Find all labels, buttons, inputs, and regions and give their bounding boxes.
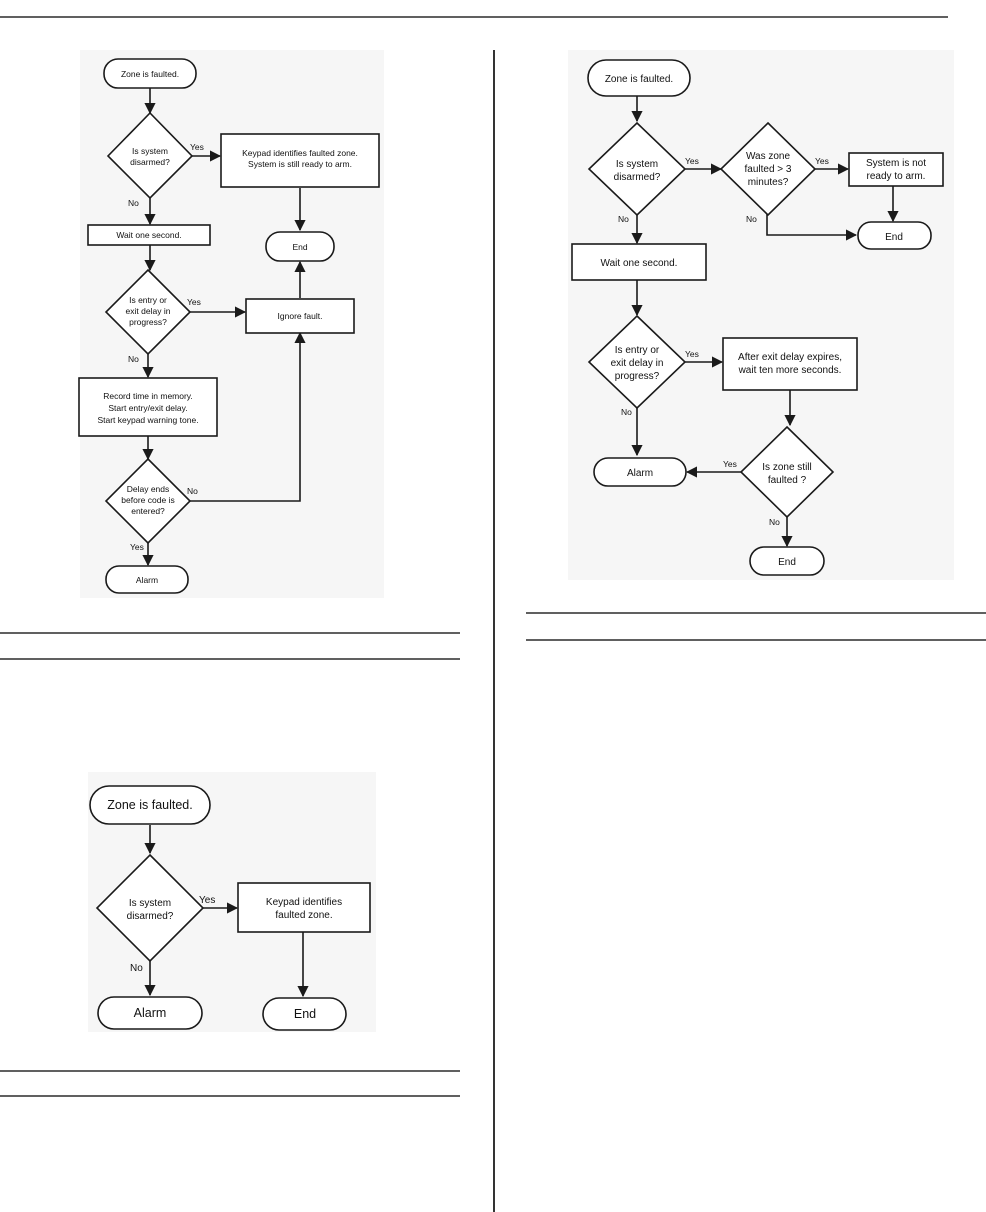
node-c-after-exit-line1: After exit delay expires, bbox=[738, 352, 842, 363]
label-a-yes1: Yes bbox=[190, 142, 204, 152]
node-c-not-ready-line2: ready to arm. bbox=[867, 171, 926, 182]
node-c-wait bbox=[571, 243, 707, 281]
label-a-no2: No bbox=[128, 354, 139, 364]
node-a-alarm bbox=[105, 565, 189, 594]
node-c-alarm bbox=[593, 457, 687, 487]
label-a-yes2: Yes bbox=[187, 297, 201, 307]
node-b-end-text: End bbox=[294, 1007, 316, 1021]
node-c-wait-text: Wait one second. bbox=[601, 258, 678, 269]
node-c-not-ready bbox=[848, 152, 944, 187]
node-c-q-disarmed-line2: disarmed? bbox=[614, 172, 661, 183]
edge-a-q3-no bbox=[190, 331, 306, 502]
node-c-q-still-line1: Is zone still bbox=[762, 462, 811, 473]
flowchart-b: Zone is faulted. Is system disarmed? Key… bbox=[88, 772, 376, 1032]
node-a-end bbox=[265, 231, 335, 262]
node-c-end1-text: End bbox=[885, 232, 903, 243]
node-a-q-disarmed-line1: Is system bbox=[132, 146, 168, 156]
node-c-q-entry-line2: exit delay in bbox=[611, 358, 664, 369]
node-b-start bbox=[89, 785, 211, 825]
label-c-no4: No bbox=[769, 517, 780, 527]
node-c-q-3min-line2: faulted > 3 bbox=[745, 164, 792, 175]
node-a-q-delay-line2: before code is bbox=[121, 495, 174, 505]
node-a-wait bbox=[87, 224, 211, 246]
label-c-yes4: Yes bbox=[723, 459, 737, 469]
node-a-keypad bbox=[220, 133, 380, 188]
node-c-end2-text: End bbox=[778, 557, 796, 568]
node-b-end bbox=[262, 997, 347, 1031]
node-a-q-entry-line1: Is entry or bbox=[129, 295, 167, 305]
node-c-q-3min-line1: Was zone bbox=[746, 151, 791, 162]
node-a-keypad-line2: System is still ready to arm. bbox=[248, 159, 352, 169]
node-c-q-entry bbox=[587, 314, 687, 410]
label-b-yes: Yes bbox=[199, 895, 215, 906]
label-b-no: No bbox=[130, 963, 143, 974]
label-a-no1: No bbox=[128, 198, 139, 208]
edge-c-q2-no bbox=[766, 212, 858, 241]
node-c-q-still bbox=[739, 425, 835, 519]
node-b-alarm-text: Alarm bbox=[134, 1006, 167, 1020]
node-c-start-text: Zone is faulted. bbox=[605, 74, 673, 85]
node-b-keypad-line2: faulted zone. bbox=[275, 910, 332, 921]
label-c-yes3: Yes bbox=[685, 349, 699, 359]
node-a-ignore bbox=[245, 298, 355, 334]
node-b-q-disarmed-line1: Is system bbox=[129, 898, 171, 909]
node-a-q-delay-line1: Delay ends bbox=[127, 484, 170, 494]
node-c-not-ready-line1: System is not bbox=[866, 158, 926, 169]
node-a-start bbox=[103, 58, 197, 89]
node-a-record-line3: Start keypad warning tone. bbox=[97, 415, 198, 425]
node-a-q-entry bbox=[104, 268, 192, 356]
node-a-record-line1: Record time in memory. bbox=[103, 391, 193, 401]
node-c-q-entry-line3: progress? bbox=[615, 371, 660, 382]
node-c-end2 bbox=[749, 546, 825, 576]
node-c-start bbox=[587, 59, 691, 97]
node-c-q-3min-line3: minutes? bbox=[748, 177, 789, 188]
node-a-wait-text: Wait one second. bbox=[116, 230, 181, 240]
node-c-q-3min bbox=[719, 121, 817, 217]
node-c-q-entry-line1: Is entry or bbox=[615, 345, 660, 356]
node-a-record bbox=[78, 377, 218, 437]
node-b-q-disarmed bbox=[95, 853, 205, 963]
node-a-alarm-text: Alarm bbox=[136, 575, 158, 585]
node-c-end1 bbox=[857, 221, 932, 250]
node-b-q-disarmed-line2: disarmed? bbox=[127, 911, 174, 922]
node-c-q-still-line2: faulted ? bbox=[768, 475, 807, 486]
flowchart-a: Zone is faulted. Is system disarmed? Key… bbox=[78, 50, 384, 598]
label-c-yes1: Yes bbox=[685, 156, 699, 166]
node-b-start-text: Zone is faulted. bbox=[107, 798, 192, 812]
node-a-q-disarmed-line2: disarmed? bbox=[130, 157, 170, 167]
node-a-q-entry-line3: progress? bbox=[129, 317, 167, 327]
node-a-start-text: Zone is faulted. bbox=[121, 69, 179, 79]
node-b-keypad-line1: Keypad identifies bbox=[266, 897, 342, 908]
node-c-alarm-text: Alarm bbox=[627, 468, 653, 479]
label-a-no3: No bbox=[187, 486, 198, 496]
label-c-no3: No bbox=[621, 407, 632, 417]
node-c-after-exit-line2: wait ten more seconds. bbox=[738, 365, 842, 376]
node-c-q-disarmed bbox=[587, 121, 687, 217]
node-b-alarm bbox=[97, 996, 203, 1030]
label-c-no2: No bbox=[746, 214, 757, 224]
node-a-q-delay bbox=[104, 457, 192, 545]
node-c-after-exit bbox=[722, 337, 858, 391]
label-c-yes2: Yes bbox=[815, 156, 829, 166]
node-a-q-disarmed bbox=[106, 111, 194, 200]
label-c-no1: No bbox=[618, 214, 629, 224]
node-a-ignore-text: Ignore fault. bbox=[278, 311, 323, 321]
node-a-end-text: End bbox=[292, 242, 307, 252]
node-a-q-delay-line3: entered? bbox=[131, 506, 165, 516]
node-a-q-entry-line2: exit delay in bbox=[126, 306, 171, 316]
node-a-keypad-line1: Keypad identifies faulted zone. bbox=[242, 148, 358, 158]
label-a-yes3: Yes bbox=[130, 542, 144, 552]
node-b-keypad bbox=[237, 882, 371, 933]
node-c-q-disarmed-line1: Is system bbox=[616, 159, 658, 170]
flowchart-c: Zone is faulted. Is system disarmed? Was… bbox=[568, 50, 954, 580]
node-a-record-line2: Start entry/exit delay. bbox=[108, 403, 187, 413]
